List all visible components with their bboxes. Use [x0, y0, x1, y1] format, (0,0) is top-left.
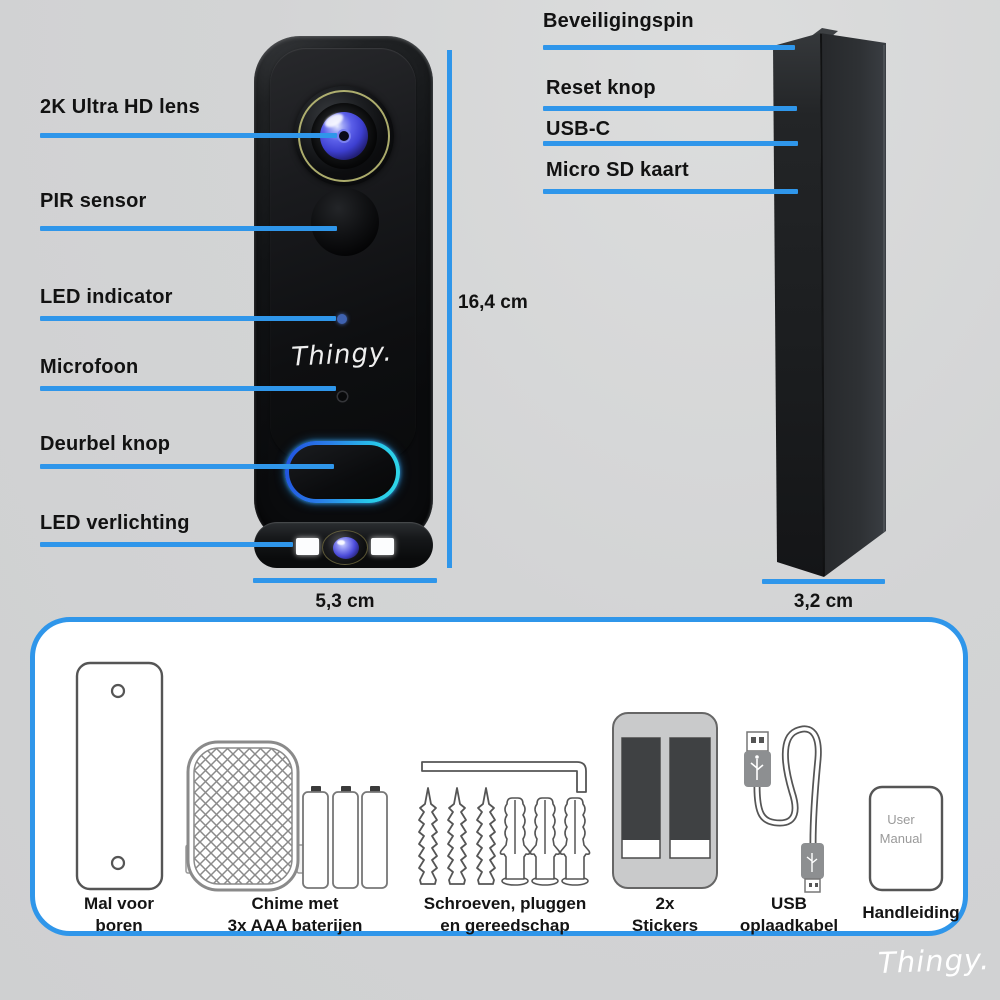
- manual-cover-text: User Manual: [879, 812, 923, 846]
- battery-icons: [302, 786, 388, 889]
- callout-label-lens: 2K Ultra HD lens: [40, 96, 200, 118]
- callout-label-sd-card: Micro SD kaart: [546, 159, 689, 181]
- callout-label-microphone: Microfoon: [40, 356, 139, 378]
- callout-label-led-light: LED verlichting: [40, 512, 190, 534]
- doorbell-side-view: [773, 28, 886, 577]
- side-view-body: [773, 33, 886, 577]
- pir-sensor-icon: [311, 188, 379, 256]
- depth-dimension-line: [762, 579, 885, 584]
- usb-cable-icon: [744, 725, 824, 893]
- callout-label-led-indicator: LED indicator: [40, 286, 173, 308]
- microphone-hole: [338, 392, 347, 401]
- led-indicator-dot: [337, 314, 347, 324]
- led-light-right-icon: [371, 538, 394, 555]
- callout-label-usb-c: USB-C: [546, 118, 611, 140]
- callout-line-sd-card: [543, 189, 798, 194]
- chime-icon: [185, 740, 307, 892]
- callout-line-pir: [40, 226, 337, 231]
- item-label-manual: Handleiding: [862, 903, 960, 922]
- callout-label-security-pin: Beveiligingspin: [543, 10, 694, 32]
- height-dimension-line: [447, 50, 452, 568]
- allen-key-icon: [421, 761, 587, 793]
- wall-plug-icons: [499, 797, 591, 886]
- doorbell-front-view: Thingy.: [254, 36, 433, 568]
- callout-label-bell-button: Deurbel knop: [40, 433, 171, 455]
- callout-line-security-pin: [543, 45, 795, 50]
- stickers-icon: [612, 712, 718, 889]
- callout-label-pir: PIR sensor: [40, 190, 147, 212]
- bottom-camera-glare: [337, 540, 345, 545]
- callout-line-usb-c: [543, 141, 798, 146]
- doorbell-button-face: [289, 445, 396, 499]
- depth-dimension-label: 3,2 cm: [793, 591, 854, 612]
- callout-line-microphone: [40, 386, 336, 391]
- drill-template-icon: [75, 661, 164, 891]
- led-light-left-icon: [296, 538, 319, 555]
- camera-lens-pupil: [337, 129, 351, 143]
- height-dimension-label: 16,4 cm: [458, 292, 528, 313]
- callout-line-reset: [543, 106, 797, 111]
- doorbell-button: [285, 441, 400, 503]
- bottom-camera-lens-icon: [322, 530, 368, 565]
- callout-line-bell-button: [40, 464, 334, 469]
- footer-brand-logo: Thingy.: [877, 942, 991, 980]
- callout-line-lens: [40, 133, 337, 138]
- width-dimension-line: [253, 578, 437, 583]
- width-dimension-label: 5,3 cm: [315, 591, 375, 612]
- package-items-illustrations: [75, 661, 944, 893]
- callout-line-led-light: [40, 542, 293, 547]
- callout-label-reset: Reset knop: [546, 77, 656, 99]
- screw-icons: [418, 787, 496, 885]
- manual-icon: [868, 785, 944, 892]
- callout-line-led-indicator: [40, 316, 336, 321]
